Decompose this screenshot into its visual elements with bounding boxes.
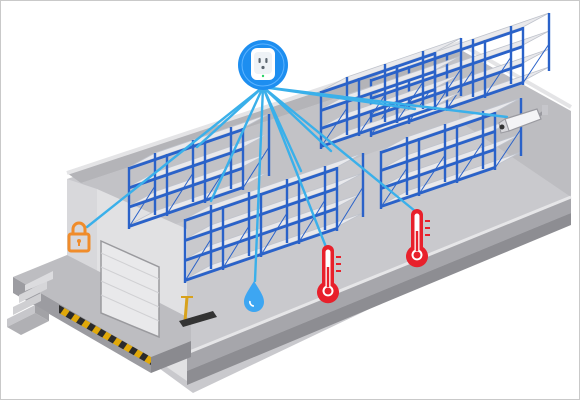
shelving-rack xyxy=(127,113,271,229)
shelving-rack xyxy=(319,37,463,149)
signal-line xyxy=(261,85,303,173)
signal-line xyxy=(85,85,265,229)
security-camera-icon xyxy=(498,105,548,134)
hazard-stripe xyxy=(59,305,151,365)
thermometer-icon xyxy=(406,209,430,268)
front-wall xyxy=(187,197,571,371)
dock-stairs xyxy=(7,271,53,335)
pallet-jack xyxy=(179,296,217,327)
shelving-rack xyxy=(183,152,365,283)
signal-lines xyxy=(85,85,509,283)
signal-line xyxy=(195,85,265,149)
wall-top-edge xyxy=(66,40,572,175)
signal-line xyxy=(253,85,265,283)
roll-up-door xyxy=(100,239,160,339)
shelving-racks xyxy=(127,12,551,283)
signal-line xyxy=(261,85,333,153)
water-drop-icon xyxy=(244,281,264,312)
signal-line xyxy=(261,85,328,249)
thermometer-icon xyxy=(317,245,341,304)
signal-line xyxy=(261,85,417,111)
signal-line xyxy=(261,85,417,213)
shelving-rack xyxy=(379,97,523,209)
padlock-icon xyxy=(67,221,91,253)
smart-plug-icon xyxy=(238,40,288,90)
signal-line xyxy=(209,85,265,203)
loading-dock xyxy=(7,239,217,373)
